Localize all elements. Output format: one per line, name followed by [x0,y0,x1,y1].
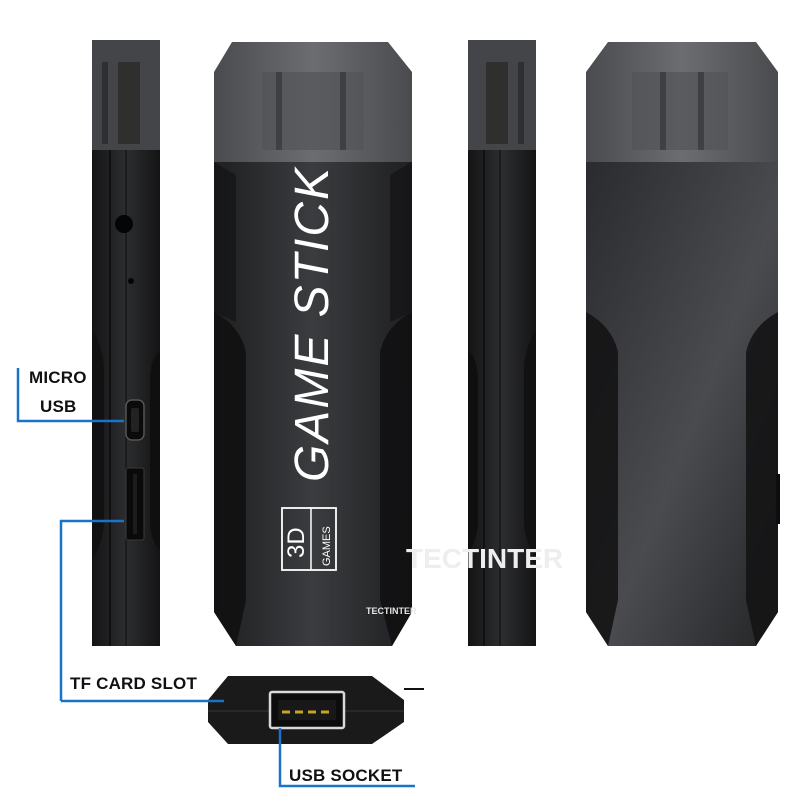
side-right-body [468,150,536,646]
side-view-right [468,40,536,646]
3d-games-badge: 3D GAMES [281,507,337,571]
micro-usb-label-line1: MICRO [29,368,87,387]
micro-usb-callout-line [16,368,124,423]
side-view-left [92,40,160,646]
front-body [214,162,412,646]
usb-socket-label: USB SOCKET [289,766,403,785]
back-view [586,42,780,646]
badge-3d: 3D [283,527,310,558]
reset-hole [128,278,134,284]
badge-games: GAMES [321,526,333,566]
back-body [586,162,778,646]
usb-end-view [208,676,424,744]
watermark-small: TECTINTER [366,606,417,616]
tf-card-slot-label: TF CARD SLOT [70,674,198,693]
watermark: TECTINTER [406,543,563,574]
callout-lines [16,368,415,788]
audio-jack [115,215,133,233]
micro-usb-label-line2: USB [40,397,77,416]
usb-socket-callout-line [278,728,415,788]
front-view: GAME STICK 3D GAMES [214,42,412,646]
product-title: GAME STICK [286,166,339,482]
tf-card-callout-line [59,519,124,701]
